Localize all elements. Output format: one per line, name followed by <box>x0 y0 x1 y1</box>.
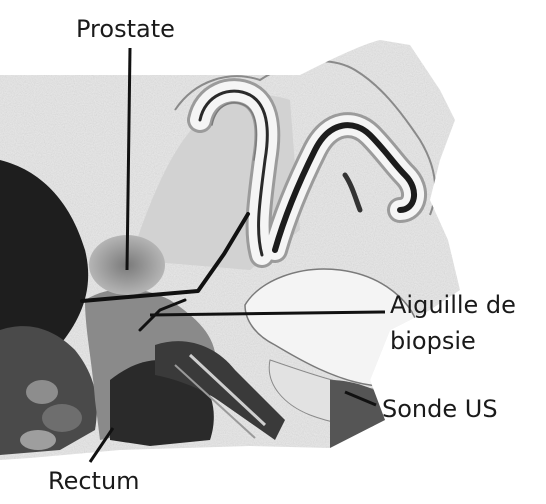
label-prostate: Prostate <box>76 14 175 44</box>
lower-left-organ-1 <box>26 380 58 404</box>
label-biopsy-needle-line1: Aiguille de <box>390 290 516 320</box>
lower-left-organ-3 <box>20 430 56 450</box>
label-ultrasound-probe: Sonde US <box>382 394 498 424</box>
label-biopsy-needle-line2: biopsie <box>390 326 476 356</box>
lower-left-organ-2 <box>42 404 82 432</box>
label-rectum: Rectum <box>48 466 140 496</box>
